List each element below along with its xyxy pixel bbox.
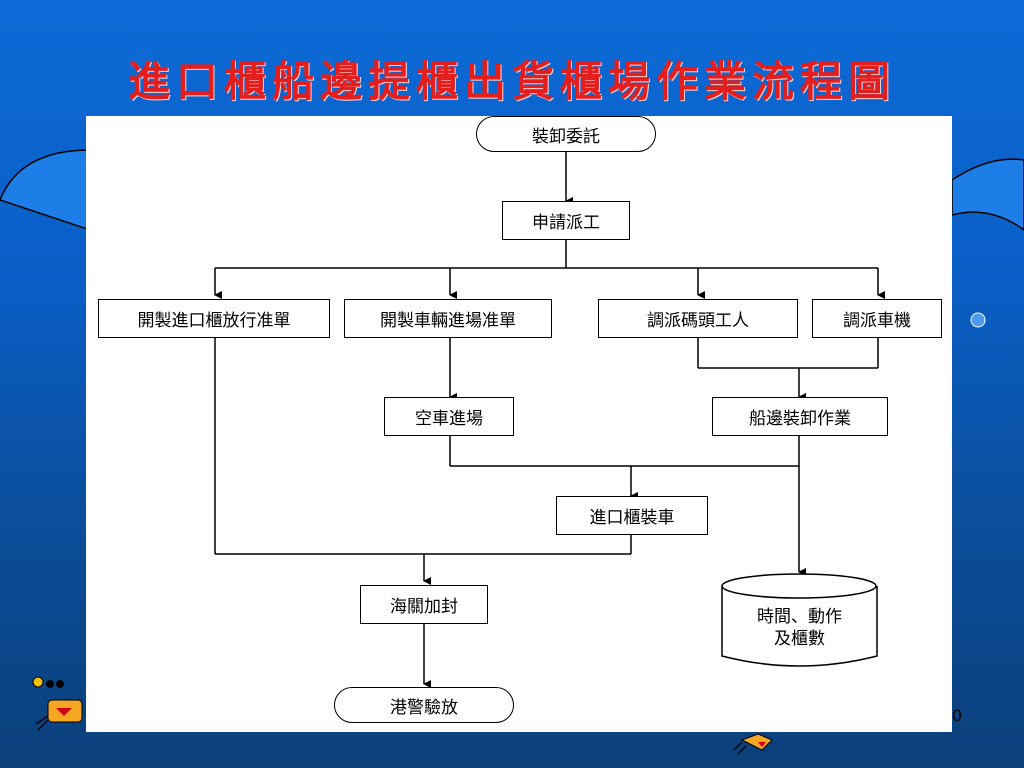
bug-mascot-icon [32,676,83,731]
slide-number: 0 [952,706,963,725]
node-end: 港警驗放 [334,687,514,723]
node-vehicle-permit: 開製車輛進場准單 [344,299,552,338]
node-customs-seal: 海關加封 [360,585,488,624]
node-dispatch-driver: 調派車機 [812,299,942,338]
node-empty-truck: 空車進場 [384,397,514,436]
node-start: 裝卸委託 [476,116,656,152]
record-line-2: 及櫃數 [774,629,825,649]
node-dispatch-labor: 調派碼頭工人 [598,299,798,338]
node-release-order: 開製進口櫃放行准單 [98,299,330,338]
node-record-datastore: 時間、動作 及櫃數 [722,606,877,650]
flowchart-edges [214,152,885,688]
flowchart-panel: 裝卸委託 申請派工 開製進口櫃放行准單 開製車輛進場准單 調派碼頭工人 調派車機… [86,116,952,732]
node-shipside-operation: 船邊裝卸作業 [712,397,888,436]
record-datastore-shape [721,573,878,667]
crab-mascot-icon [733,733,773,755]
page-title: 進口櫃船邊提櫃出貨櫃場作業流程圖 [127,57,896,106]
node-container-loading: 進口櫃裝車 [556,496,708,535]
record-line-1: 時間、動作 [757,607,842,627]
node-apply-dispatch: 申請派工 [502,201,630,240]
